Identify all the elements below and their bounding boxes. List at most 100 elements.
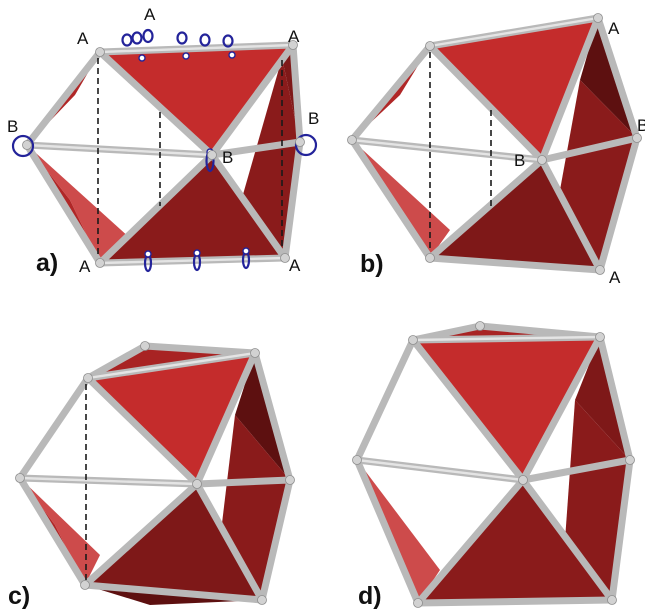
panel-label: a)	[36, 249, 58, 277]
node	[347, 135, 357, 145]
hinge-icon	[131, 31, 143, 45]
hinge-pin-icon	[144, 250, 152, 258]
rod	[348, 136, 434, 262]
node	[475, 321, 485, 331]
rod	[23, 141, 104, 267]
node	[408, 335, 418, 345]
face	[352, 140, 450, 258]
node	[22, 140, 32, 150]
rod	[281, 138, 304, 262]
rod	[355, 458, 525, 482]
face	[575, 337, 630, 460]
rod	[428, 16, 600, 48]
hinge-pin-icon	[242, 247, 250, 255]
vertex-label: B	[308, 109, 319, 128]
rod	[409, 322, 484, 344]
rod	[538, 134, 641, 164]
face	[100, 155, 285, 263]
node	[413, 598, 423, 608]
panel-b-rods	[348, 14, 641, 274]
panel-c-rods	[16, 342, 294, 604]
rod	[193, 480, 266, 604]
rod	[98, 256, 287, 265]
panel-a: A A A B B B A A a)	[7, 5, 319, 277]
rod	[23, 48, 104, 149]
rod	[208, 151, 289, 262]
rod	[98, 43, 295, 54]
rod	[414, 596, 616, 607]
node	[537, 155, 547, 165]
node	[207, 150, 217, 160]
node	[83, 373, 93, 383]
rod	[596, 333, 634, 464]
vertex-label: A	[144, 5, 156, 24]
vertex-label: A	[79, 257, 91, 276]
rod	[193, 349, 259, 488]
node	[425, 253, 435, 263]
node	[285, 475, 295, 485]
panel-a-rods	[23, 41, 304, 267]
rod	[251, 349, 294, 484]
hinge-icon	[121, 33, 133, 47]
rod	[426, 156, 546, 262]
hinge-pin-icon	[182, 52, 190, 60]
rod	[84, 342, 149, 382]
hinge-icon	[11, 134, 35, 158]
rod	[193, 476, 294, 488]
node	[595, 332, 605, 342]
panel-label: c)	[8, 582, 30, 610]
node	[192, 479, 202, 489]
face	[413, 337, 600, 480]
face	[430, 160, 600, 270]
rod	[596, 134, 641, 274]
hinge-icon	[142, 28, 154, 44]
vertex-label: A	[608, 19, 620, 38]
panel-d-nodes	[352, 321, 635, 608]
rod	[16, 374, 92, 482]
hinge-pin-icon	[228, 51, 236, 59]
rod	[208, 138, 304, 159]
rod	[350, 138, 544, 162]
rod	[608, 456, 634, 604]
rod	[25, 143, 214, 157]
rod	[519, 476, 616, 604]
node	[625, 455, 635, 465]
node	[632, 133, 642, 143]
rod	[409, 336, 527, 484]
rod	[426, 42, 546, 164]
face	[88, 353, 255, 484]
rod	[519, 456, 634, 484]
rod	[16, 474, 89, 589]
rod	[353, 456, 422, 607]
face	[560, 80, 637, 270]
node	[140, 341, 150, 351]
hinge-icon	[176, 31, 188, 45]
node	[95, 258, 105, 268]
panel-label: d)	[358, 582, 382, 610]
hinge-icon	[199, 33, 211, 47]
vertex-label: A	[609, 268, 621, 287]
node	[250, 348, 260, 358]
rod	[476, 322, 604, 341]
node	[288, 40, 298, 50]
rod	[594, 14, 641, 142]
rod	[519, 333, 604, 484]
rod	[348, 42, 434, 144]
rod	[96, 48, 216, 159]
hinge-icon	[222, 34, 234, 48]
rod	[84, 374, 201, 488]
face	[418, 480, 612, 603]
node	[352, 455, 362, 465]
rod	[538, 156, 604, 274]
panel-a-hinges	[11, 28, 318, 273]
node	[425, 41, 435, 51]
vertex-label: A	[289, 256, 301, 275]
rod	[18, 476, 199, 486]
panel-b-dashed-lines	[429, 52, 492, 252]
rod	[411, 335, 602, 342]
panel-c-faces	[20, 346, 290, 605]
rod	[289, 41, 304, 146]
panel-c: c)	[8, 341, 295, 610]
panel-b-vertex-labels: A B B A	[514, 19, 645, 287]
